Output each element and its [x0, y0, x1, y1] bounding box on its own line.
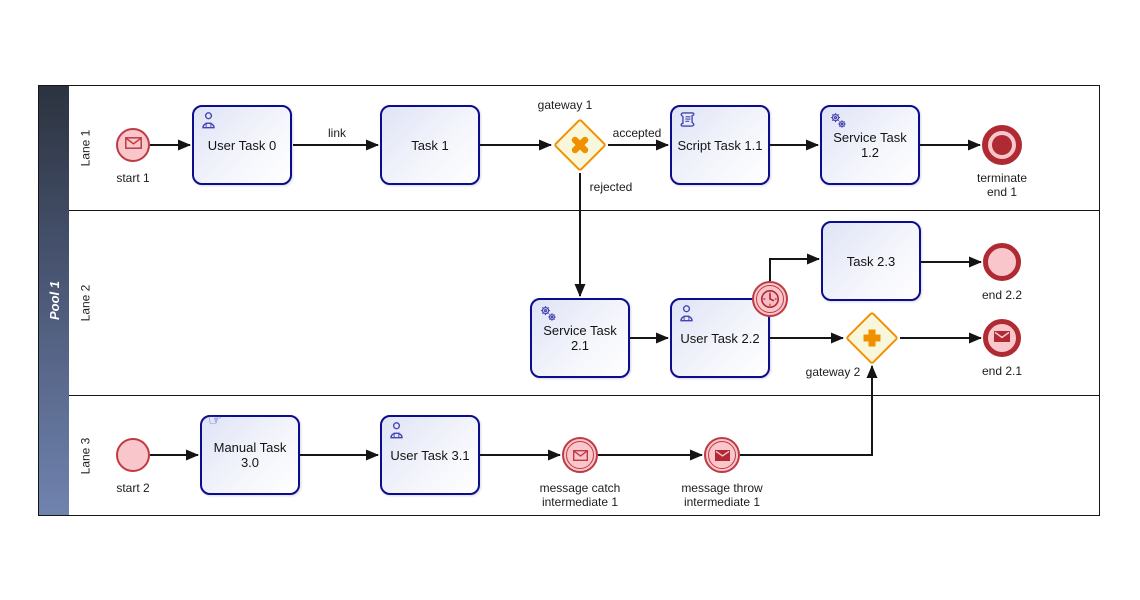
flow-label-accepted: accepted	[612, 126, 662, 140]
flow-msgthrow1-gateway2[interactable]	[740, 365, 878, 456]
task-label: Service Task 1.2	[833, 130, 907, 160]
script-task-1-1[interactable]: Script Task 1.1	[670, 105, 770, 185]
plus-icon	[860, 326, 884, 350]
gateway-label-1: gateway 1	[537, 98, 593, 112]
envelope-filled-icon	[708, 441, 736, 469]
pool-header[interactable]: Pool 1	[39, 86, 69, 515]
flow-timerboundary-task23[interactable]	[769, 253, 820, 281]
parallel-gateway-2[interactable]	[845, 311, 899, 365]
service-task-1-2[interactable]: Service Task 1.2	[820, 105, 920, 185]
task-label: Task 1	[411, 137, 449, 153]
user-task-3-1[interactable]: User Task 3.1	[380, 415, 480, 495]
gateway-label-2: gateway 2	[805, 365, 861, 379]
terminate-disc	[992, 135, 1012, 155]
user-icon	[200, 111, 217, 129]
user-task-0[interactable]: User Task 0	[192, 105, 292, 185]
message-catch-intermediate-event-1[interactable]	[562, 437, 598, 473]
event-label-message-catch-1: message catch intermediate 1	[539, 481, 621, 510]
event-label-start-1: start 1	[116, 171, 150, 185]
user-icon	[388, 421, 405, 439]
lanes-container: Lane 1 Lane 2 Lane 3	[69, 86, 1099, 515]
exclusive-gateway-1[interactable]	[553, 118, 607, 172]
task-label: User Task 3.1	[390, 447, 470, 463]
event-label-terminate-end-1: terminate end 1	[976, 171, 1028, 200]
lane-2-name: Lane 2	[78, 284, 93, 322]
task-label: User Task 0	[207, 137, 277, 153]
lane-3-name: Lane 3	[78, 437, 93, 474]
clock-icon	[756, 285, 784, 313]
start-event-2[interactable]	[116, 438, 150, 472]
manual-task-3-0[interactable]: ☞ Manual Task 3.0	[200, 413, 300, 495]
timer-boundary-event[interactable]	[752, 281, 788, 317]
event-label-end-2-2: end 2.2	[981, 288, 1023, 302]
start-event-1[interactable]	[116, 128, 150, 162]
flow-label-rejected: rejected	[589, 180, 633, 194]
task-1[interactable]: Task 1	[380, 105, 480, 185]
x-mark-icon	[569, 134, 591, 156]
service-task-2-1[interactable]: Service Task 2.1	[530, 298, 630, 378]
lane-1[interactable]: Lane 1	[69, 86, 1099, 211]
task-label: User Task 2.2	[680, 330, 760, 346]
terminate-end-event-1[interactable]	[982, 125, 1022, 165]
message-end-event-2-1[interactable]	[983, 319, 1021, 357]
pool-label: Pool 1	[46, 280, 62, 321]
event-label-message-throw-1: message throw intermediate 1	[681, 481, 763, 510]
task-2-3[interactable]: Task 2.3	[821, 221, 921, 301]
envelope-filled-icon	[994, 329, 1010, 347]
task-label: Service Task 2.1	[543, 323, 617, 353]
task-label: Task 2.3	[846, 253, 896, 269]
gears-icon	[828, 111, 848, 130]
event-label-start-2: start 2	[116, 481, 150, 495]
lane-2[interactable]: Lane 2	[69, 211, 1099, 396]
message-throw-intermediate-event-1[interactable]	[704, 437, 740, 473]
task-label: Manual Task 3.0	[213, 440, 287, 470]
envelope-icon	[566, 441, 594, 469]
envelope-icon	[124, 136, 142, 154]
script-icon	[678, 111, 697, 128]
gears-icon	[538, 304, 558, 323]
task-label: Script Task 1.1	[677, 137, 763, 153]
flow-label-link: link	[327, 126, 347, 140]
user-icon	[678, 304, 695, 322]
user-task-2-2[interactable]: User Task 2.2	[670, 298, 770, 378]
event-label-end-2-1: end 2.1	[981, 364, 1023, 378]
lane-1-name: Lane 1	[78, 129, 93, 167]
end-event-2-2[interactable]	[983, 243, 1021, 281]
